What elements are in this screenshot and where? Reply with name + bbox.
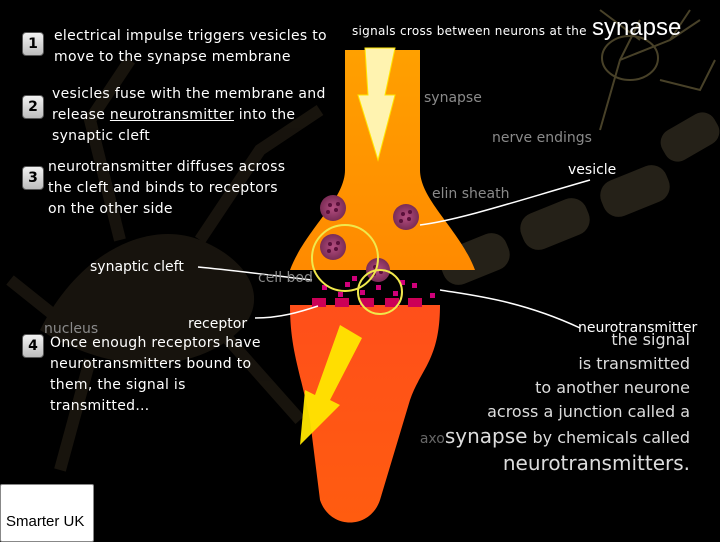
vesicle-label: vesicle: [568, 162, 617, 178]
step-3-line-1: neurotransmitter diffuses across: [48, 159, 286, 175]
neurotransmitter-link[interactable]: neurotransmitter: [109, 107, 234, 123]
step-1-badge: 1: [22, 32, 44, 56]
vesicle: [320, 234, 346, 260]
step-4-text: Once enough receptors have neurotransmit…: [50, 333, 261, 417]
arrow-down-icon: [357, 47, 396, 162]
header-synapse-word: synapse: [591, 14, 682, 41]
step-4-line-3: them, the signal is: [50, 377, 186, 393]
smarter-uk-logo: Smarter UK: [0, 484, 94, 542]
pointer-lines: [197, 179, 591, 329]
summary-neuro-word: neurotransmitters: [502, 451, 684, 475]
vesicle: [393, 204, 419, 230]
highlight-receptor-circle: [357, 269, 403, 315]
step-2-line-1: vesicles fuse with the membrane and: [52, 86, 326, 102]
summary-line-4: across a junction called a: [487, 402, 690, 421]
summary-line-1: the signal: [611, 330, 690, 349]
step-3-line-3: on the other side: [48, 201, 173, 217]
summary-line-5: axosynapse by chemicals called: [420, 424, 690, 451]
summary-text: the signal is transmitted to another neu…: [420, 328, 690, 475]
step-1-text: electrical impulse triggers vesicles to …: [54, 26, 327, 68]
cell-body-label: cell bod: [258, 270, 313, 286]
header-title: signals cross between neurons at the syn…: [352, 14, 681, 42]
axon-faint-label: axo: [419, 431, 445, 447]
dendrite-top-right: [599, 9, 716, 131]
step-1-line-2: move to the synapse membrane: [54, 49, 291, 65]
nerve-endings-label: nerve endings: [492, 130, 592, 146]
step-3-badge: 3: [22, 166, 44, 190]
neurotransmitter-label: neurotransmitter: [578, 320, 698, 336]
step-4-line-1: Once enough receptors have: [50, 335, 261, 351]
summary-line-2: is transmitted: [578, 354, 690, 373]
summary-synapse-word: synapse: [444, 424, 528, 448]
vesicles: [320, 195, 419, 282]
step-2-text: vesicles fuse with the membrane and rele…: [52, 84, 326, 147]
vesicle: [320, 195, 346, 221]
receptor-label: receptor: [188, 316, 248, 332]
postsynaptic-neuron: [290, 305, 440, 523]
receptors: [312, 298, 422, 307]
step-3-line-2: the cleft and binds to receptors: [48, 180, 278, 196]
step-3-text: neurotransmitter diffuses across the cle…: [48, 157, 285, 220]
neurotransmitter-molecules: [322, 276, 435, 298]
step-4-line-4: transmitted…: [50, 398, 150, 414]
step-1-line-1: electrical impulse triggers vesicles to: [54, 28, 327, 44]
synapse-faint-label: synapse: [424, 90, 482, 106]
summary-line-3: to another neurone: [535, 378, 690, 397]
step-2-line-2: release neurotransmitter into the: [52, 107, 296, 123]
arrow-down-left-icon: [300, 325, 362, 445]
synaptic-cleft-label: synaptic cleft: [90, 259, 184, 275]
myelin-sheath-label: elin sheath: [432, 186, 510, 202]
step-2-line-3: synaptic cleft: [52, 128, 151, 144]
step-4-line-2: neurotransmitters bound to: [50, 356, 252, 372]
summary-line-6: neurotransmitters.: [502, 451, 690, 475]
header-small-text: signals cross between neurons at the: [352, 24, 587, 38]
step-4-badge: 4: [22, 334, 44, 358]
logo-text: Smarter UK: [6, 513, 85, 530]
step-2-badge: 2: [22, 95, 44, 119]
summary-chem-text: by chemicals called: [532, 428, 690, 447]
highlight-vesicle-circle: [311, 224, 379, 292]
nucleus-label: nucleus: [44, 321, 99, 337]
background-neuron: [6, 56, 324, 472]
